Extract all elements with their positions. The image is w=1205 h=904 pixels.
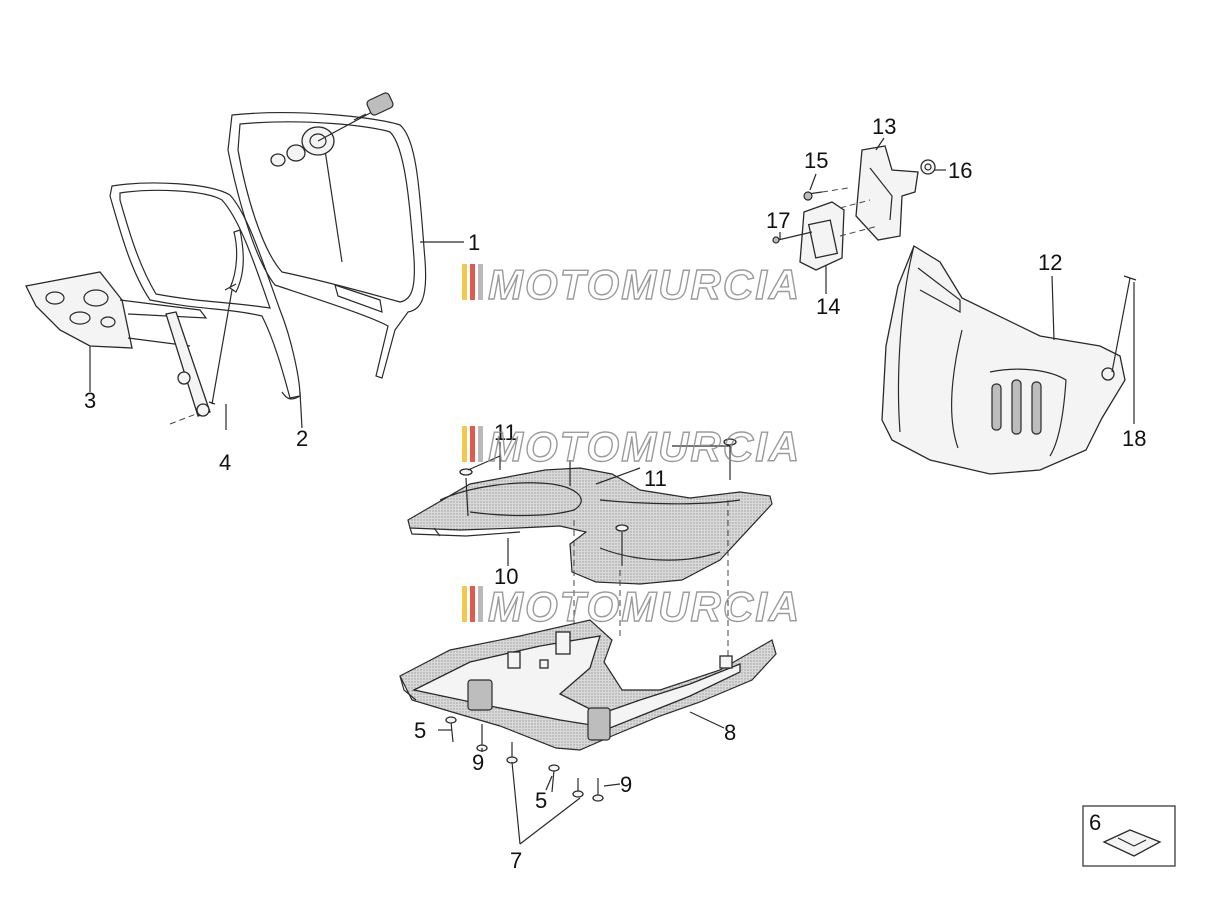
footrest-panel-part (407, 438, 773, 660)
rear-cover-part (881, 245, 1137, 475)
callout-1: 1 (468, 230, 480, 255)
callout-labels: 1 2 3 4 5 5 6 7 8 9 9 10 11 11 12 13 14 … (84, 114, 1146, 873)
callout-2: 2 (296, 426, 308, 451)
callout-9b: 9 (620, 772, 632, 797)
bracket-assembly-part (772, 145, 936, 271)
callout-18: 18 (1122, 426, 1146, 451)
fastener-screws-icon (445, 716, 604, 802)
callout-8: 8 (724, 720, 736, 745)
callout-11a: 11 (494, 420, 517, 445)
callout-15: 15 (804, 148, 828, 173)
callout-12: 12 (1038, 250, 1062, 275)
watermark-top: MOTOMURCIA (462, 260, 801, 309)
callout-14: 14 (816, 294, 840, 319)
watermark-text: MOTOMURCIA (488, 423, 801, 470)
callout-11b: 11 (644, 466, 667, 491)
lock-assembly-icon (270, 92, 394, 167)
callout-7: 7 (510, 848, 522, 873)
callout-9a: 9 (472, 750, 484, 775)
side-bracket-part (25, 271, 211, 425)
lower-body-part (399, 619, 777, 751)
watermark-bottom: MOTOMURCIA (462, 582, 801, 631)
callout-4: 4 (219, 450, 231, 475)
screw-4-icon (208, 283, 237, 405)
callout-10: 10 (494, 564, 518, 589)
leg-shield-frame-part (227, 92, 427, 379)
callout-5b: 5 (535, 788, 547, 813)
leader-lines (89, 137, 1135, 845)
watermark-text: MOTOMURCIA (488, 583, 801, 630)
watermark-text: MOTOMURCIA (488, 261, 801, 308)
callout-3: 3 (84, 388, 96, 413)
callout-5a: 5 (414, 718, 426, 743)
callout-17: 17 (766, 208, 790, 233)
callout-6: 6 (1089, 810, 1101, 835)
callout-13: 13 (872, 114, 896, 139)
clip-nut-inset-box (1082, 805, 1176, 867)
frame-edge-trim-part (109, 182, 301, 400)
callout-16: 16 (948, 158, 972, 183)
watermark-middle: MOTOMURCIA (462, 422, 801, 471)
